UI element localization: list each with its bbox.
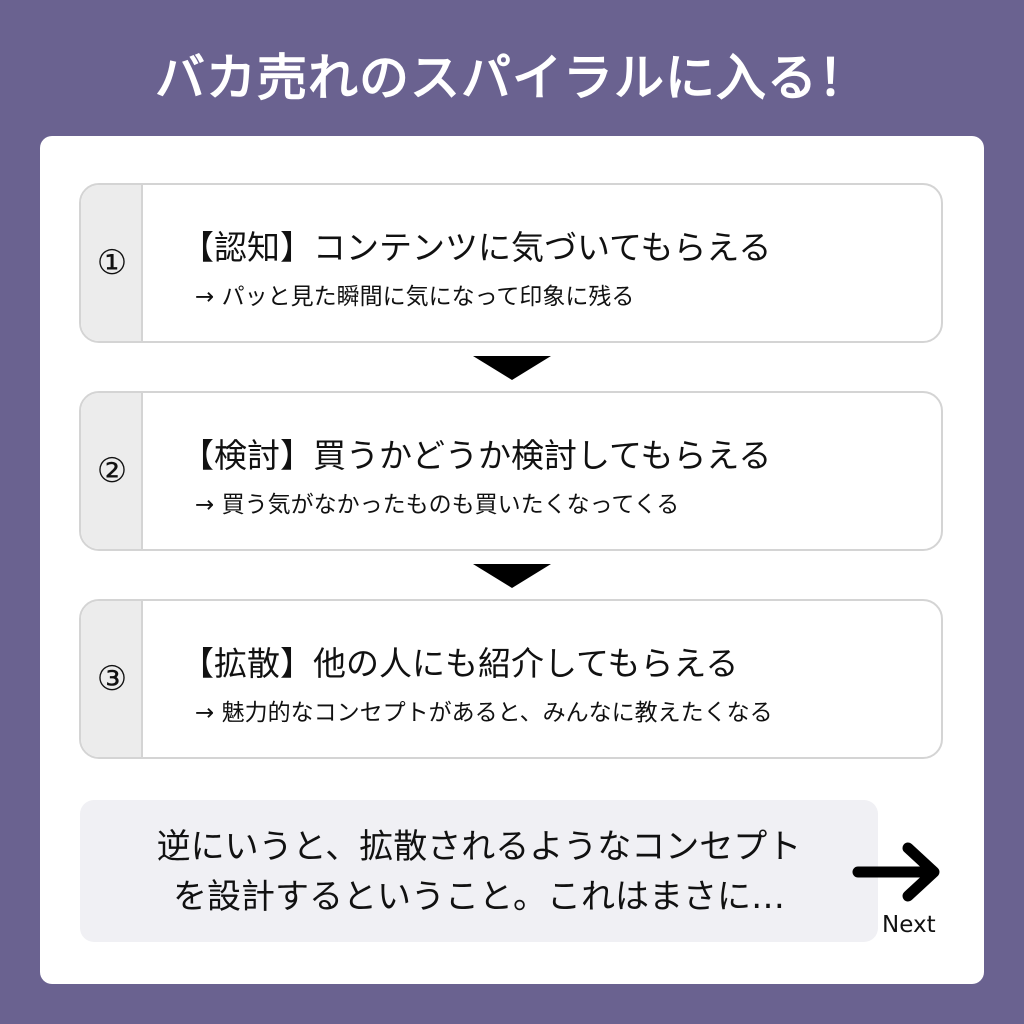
down-arrow-icon xyxy=(473,564,551,588)
summary-line-2: を設計するということ。これはまさに… xyxy=(173,877,785,917)
step-card-consideration: ② 【検討】買うかどうか検討してもらえる → 買う気がなかったものも買いたくなっ… xyxy=(79,391,943,551)
step-number: ② xyxy=(96,451,128,491)
next-label[interactable]: Next xyxy=(882,912,936,938)
step-number-column xyxy=(81,185,143,341)
step-number: ① xyxy=(96,243,128,283)
arrow-right-icon[interactable] xyxy=(852,840,946,904)
step-card-sharing: ③ 【拡散】他の人にも紹介してもらえる → 魅力的なコンセプトがあると、みんなに… xyxy=(79,599,943,759)
summary-box: 逆にいうと、拡散されるようなコンセプト を設計するということ。これはまさに… xyxy=(80,800,878,942)
summary-line-1: 逆にいうと、拡散されるようなコンセプト xyxy=(156,827,802,867)
step-detail: → 買う気がなかったものも買いたくなってくる xyxy=(195,492,680,518)
step-card-awareness: ① 【認知】コンテンツに気づいてもらえる → パッと見た瞬間に気になって印象に残… xyxy=(79,183,943,343)
step-number: ③ xyxy=(96,659,128,699)
step-heading: 【拡散】他の人にも紹介してもらえる xyxy=(181,644,739,683)
step-detail: → パッと見た瞬間に気になって印象に残る xyxy=(195,284,635,310)
step-number-column xyxy=(81,393,143,549)
down-arrow-icon xyxy=(473,356,551,380)
step-heading: 【検討】買うかどうか検討してもらえる xyxy=(181,436,772,475)
step-detail: → 魅力的なコンセプトがあると、みんなに教えたくなる xyxy=(195,700,773,726)
summary-text: 逆にいうと、拡散されるようなコンセプト を設計するということ。これはまさに… xyxy=(80,822,878,922)
step-number-column xyxy=(81,601,143,757)
step-heading: 【認知】コンテンツに気づいてもらえる xyxy=(181,228,772,267)
page-title: バカ売れのスパイラルに入る！ xyxy=(155,49,869,107)
